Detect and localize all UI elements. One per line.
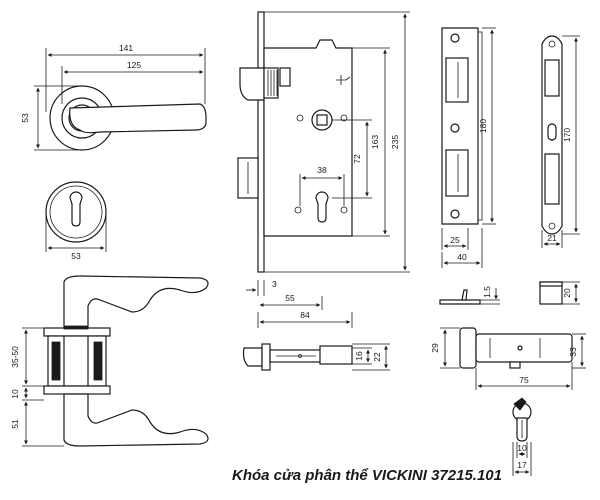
svg-text:75: 75 (519, 375, 529, 385)
svg-text:35-50: 35-50 (10, 346, 20, 368)
svg-text:55: 55 (285, 293, 295, 303)
dim-side-51: 51 (10, 401, 64, 447)
dim-escutcheon-53: 53 (45, 215, 107, 261)
svg-text:141: 141 (119, 43, 133, 53)
dim-latch-22: 22 (352, 343, 390, 371)
svg-text:53: 53 (71, 251, 81, 261)
dim-faceplate-170: 170 (562, 35, 580, 235)
dim-strike-180: 180 (478, 27, 496, 225)
svg-text:33: 33 (568, 347, 578, 357)
svg-text:170: 170 (562, 128, 572, 142)
lock-body-front (237, 11, 353, 273)
dim-faceplate-3: 3 (246, 279, 277, 296)
product-caption: Khóa cửa phân thể VICKINI 37215.101 (232, 467, 502, 484)
svg-text:235: 235 (390, 135, 400, 149)
svg-text:72: 72 (352, 154, 362, 164)
svg-text:3: 3 (272, 279, 277, 289)
dim-cylinder-38: 38 (299, 165, 345, 206)
dim-cylinder-29: 29 (430, 327, 460, 369)
svg-text:1.5: 1.5 (482, 286, 492, 298)
svg-text:180: 180 (478, 119, 488, 133)
escutcheon-view (45, 181, 107, 243)
dim-backset-55: 55 (259, 293, 323, 310)
svg-text:10: 10 (517, 443, 527, 453)
dim-cylinder-33: 33 (568, 333, 586, 369)
svg-text:53: 53 (20, 113, 30, 123)
dim-body-163: 163 (352, 47, 390, 237)
cylinder-front-view (512, 397, 532, 442)
strike-plate (441, 27, 483, 225)
dim-body-235: 235 (264, 11, 410, 273)
cylinder-side-view (459, 327, 573, 369)
dim-center-72: 72 (332, 119, 372, 199)
svg-text:20: 20 (562, 288, 572, 298)
svg-text:38: 38 (317, 165, 327, 175)
dim-rose-height-53: 53 (20, 85, 78, 151)
svg-text:21: 21 (547, 233, 557, 243)
svg-text:84: 84 (300, 310, 310, 320)
handle-side-view (43, 275, 209, 447)
svg-text:40: 40 (457, 252, 467, 262)
dim-strike-1-5: 1.5 (480, 286, 500, 305)
svg-text:29: 29 (430, 343, 440, 353)
dim-cam-17: 17 (512, 442, 532, 476)
svg-text:17: 17 (517, 460, 527, 470)
svg-text:163: 163 (370, 135, 380, 149)
box-keep (539, 281, 563, 305)
dim-faceplate-21: 21 (541, 230, 563, 248)
svg-text:10: 10 (10, 389, 20, 399)
dim-latch-16: 16 (352, 347, 372, 365)
dim-depth-84: 84 (257, 310, 353, 328)
svg-text:51: 51 (10, 419, 20, 429)
dim-handle-width-141: 141 (45, 43, 206, 112)
dim-cam-10: 10 (516, 442, 528, 458)
dim-cylinder-75: 75 (475, 362, 573, 390)
svg-text:125: 125 (127, 60, 141, 70)
dim-side-10: 10 (10, 387, 44, 401)
faceplate (541, 35, 563, 235)
dim-strike-40: 40 (441, 228, 483, 268)
svg-text:22: 22 (372, 352, 382, 362)
svg-text:25: 25 (450, 235, 460, 245)
svg-text:16: 16 (354, 351, 364, 361)
latch-side-view (242, 343, 353, 371)
handle-top-view (49, 85, 207, 151)
dim-handle-lever-125: 125 (61, 60, 204, 104)
strike-side-view (439, 289, 481, 305)
dim-box-20: 20 (562, 281, 580, 305)
dim-strike-25: 25 (441, 228, 469, 250)
dim-side-35-50: 35-50 (10, 327, 44, 387)
